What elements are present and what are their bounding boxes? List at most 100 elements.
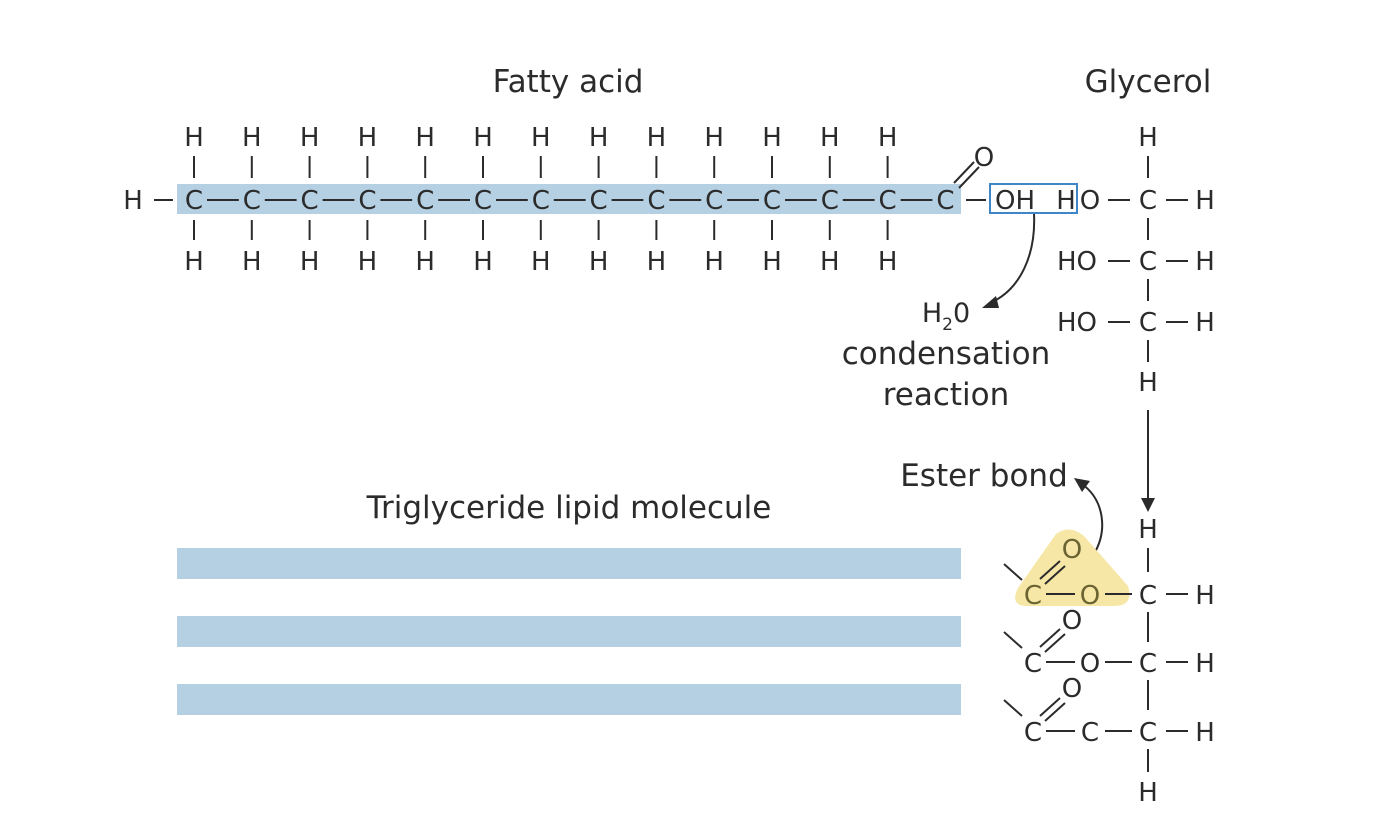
chain-carbon: C [821, 186, 839, 216]
triglyceride-chain-bar [177, 684, 961, 715]
chain-top-hydrogen: H [300, 123, 320, 153]
glycerol-carbon-1: C [1139, 186, 1157, 216]
reaction-label: reaction [883, 377, 1010, 413]
chain-carbon: C [879, 186, 897, 216]
chain-carbon: C [301, 186, 319, 216]
chain-bottom-hydrogen: H [820, 247, 840, 277]
glycerol-carbon-2: C [1139, 247, 1157, 277]
chain-top-hydrogen: H [358, 123, 378, 153]
chain-carbon: C [590, 186, 608, 216]
chain-carbon: C [936, 186, 954, 216]
ester-carbon: C [1024, 581, 1042, 611]
triglyceride-molecule: H C O O C H C O O C H C O C [1003, 515, 1215, 808]
chain-carbon: C [474, 186, 492, 216]
glycerol-hydrogen-3: H [1195, 308, 1215, 338]
triglyceride-hydrogen-3: H [1195, 718, 1215, 748]
chain-carbon: C [358, 186, 376, 216]
triglyceride-fatty-acid-chains [177, 548, 961, 715]
ester-bond-label: Ester bond [900, 458, 1068, 494]
triglyceride-hydrogen-2: H [1195, 649, 1215, 679]
ester-pointer-curve [1081, 483, 1104, 555]
water-tail: 0 [953, 298, 970, 329]
chain-carbon: C [532, 186, 550, 216]
ester-pointer-arrowhead [1074, 478, 1090, 492]
carbonyl-bond [1044, 633, 1066, 653]
carbonyl-bond-2 [958, 166, 980, 189]
ester-carbonyl-bond-1 [1039, 560, 1061, 580]
ester-carbonyl-oxygen: O [1062, 535, 1082, 565]
triglyceride-chain-bar [177, 616, 961, 647]
glycerol-hydroxyl-2: HO [1057, 247, 1097, 277]
glycerol-bottom-hydrogen: H [1138, 368, 1158, 398]
chain-top-hydrogen: H [878, 123, 898, 153]
terminal-hydrogen: H [123, 186, 143, 216]
water-curve [989, 213, 1036, 304]
chain-bottom-hydrogen: H [358, 247, 378, 277]
chain-bottom-hydrogen: H [242, 247, 262, 277]
triglyceride-ester-carbon-3: C [1024, 718, 1042, 748]
chain-top-hydrogen: H [184, 123, 204, 153]
triglyceride-top-hydrogen: H [1138, 515, 1158, 545]
glycerol-carbon-3: C [1139, 308, 1157, 338]
chain-bottom-hydrogen: H [704, 247, 724, 277]
glycerol-oxygen-1: O [1080, 186, 1100, 216]
chain-carbon: C [705, 186, 723, 216]
ester-carbonyl-bond-2 [1044, 565, 1066, 585]
removed-water-box [989, 183, 1078, 214]
glycerol-molecule: H O C H HO C H HO C H H [1057, 123, 1215, 398]
ester-bond-highlight [1015, 529, 1130, 606]
chain-carbon: C [763, 186, 781, 216]
condensation-label: condensation [842, 336, 1051, 372]
triglyceride-hydrogen-1: H [1195, 581, 1215, 611]
chain-carbon: C [647, 186, 665, 216]
glycerol-top-hydrogen: H [1138, 123, 1158, 153]
triglyceride-carbon-3: C [1139, 718, 1157, 748]
water-arrowhead [982, 296, 999, 308]
carbonyl-bond-1 [953, 161, 975, 184]
carbonyl-bond [1044, 702, 1066, 722]
chain-link-bond-3 [1003, 699, 1023, 717]
chain-top-hydrogen: H [762, 123, 782, 153]
chain-bottom-hydrogen: H [184, 247, 204, 277]
chain-top-hydrogen: H [704, 123, 724, 153]
triglyceride-title: Triglyceride lipid molecule [366, 490, 772, 526]
chain-top-hydrogen: H [242, 123, 262, 153]
glycerol-hydrogen-1: H [1195, 186, 1215, 216]
chain-carbon: C [243, 186, 261, 216]
water-h: H [922, 298, 942, 329]
chain-link-bond-2 [1003, 631, 1023, 649]
reaction-arrowhead [1141, 498, 1155, 512]
triglyceride-bottom-hydrogen: H [1138, 778, 1158, 808]
carbonyl-bond [1039, 628, 1061, 648]
chain-bottom-hydrogen: H [415, 247, 435, 277]
glycerol-hydroxyl-hydrogen: H [1056, 186, 1076, 216]
chain-bottom-hydrogen: H [647, 247, 667, 277]
chain-top-hydrogen: H [647, 123, 667, 153]
chain-link-bond-1 [1003, 563, 1023, 581]
chain-bottom-hydrogen: H [762, 247, 782, 277]
carbonyl-bond [1039, 697, 1061, 717]
water-subscript: 2 [942, 315, 953, 335]
fatty-acid-molecule: H CHHCHHCHHCHHCHHCHHCHHCHHCHHCHHCHHCHHCH… [123, 123, 1078, 277]
chain-carbon: C [185, 186, 203, 216]
chain-top-hydrogen: H [820, 123, 840, 153]
hydroxyl-group: OH [995, 186, 1035, 216]
chain-bottom-hydrogen: H [473, 247, 493, 277]
triglyceride-carbon-link: C [1081, 718, 1099, 748]
chain-bottom-hydrogen: H [300, 247, 320, 277]
triglyceride-carbonyl-oxygen-3: O [1062, 674, 1082, 704]
triglyceride-oxygen-2: O [1080, 649, 1100, 679]
water-release-arrow [982, 213, 1036, 308]
water-formula: H20 [922, 298, 970, 335]
glycerol-title: Glycerol [1085, 64, 1212, 100]
triglyceride-carbon-2: C [1139, 649, 1157, 679]
triglyceride-carbonyl-oxygen-2: O [1062, 606, 1082, 636]
chain-top-hydrogen: H [589, 123, 609, 153]
chain-bottom-hydrogen: H [589, 247, 609, 277]
triglyceride-ester-carbon-2: C [1024, 649, 1042, 679]
chain-top-hydrogen: H [531, 123, 551, 153]
chain-bottom-hydrogen: H [878, 247, 898, 277]
fatty-acid-title: Fatty acid [493, 64, 644, 100]
chain-carbon: C [416, 186, 434, 216]
